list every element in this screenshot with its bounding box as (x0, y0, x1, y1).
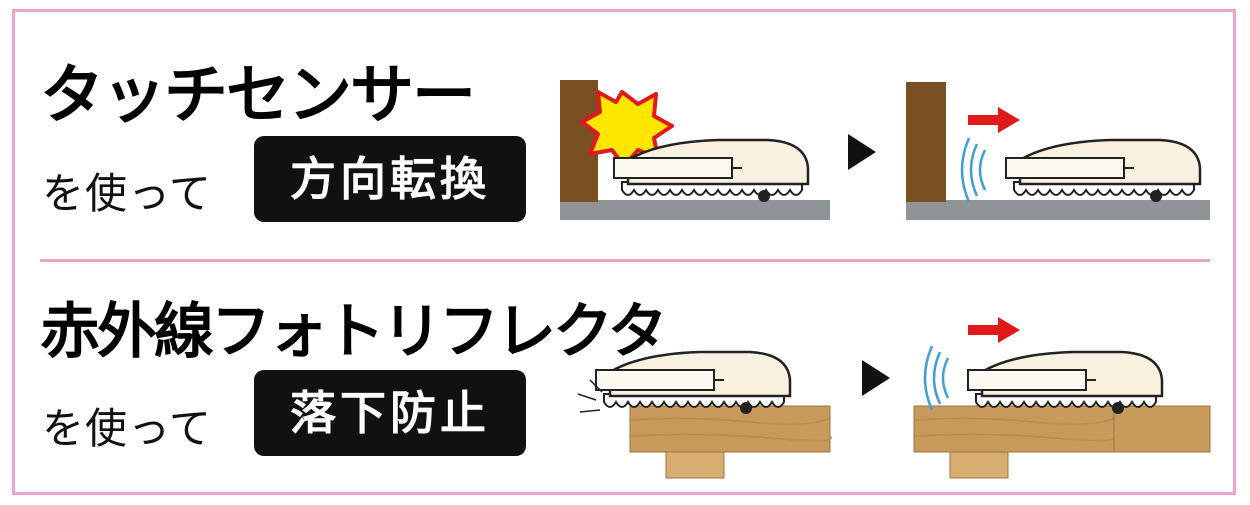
edge-stop-scene (913, 317, 1211, 479)
direction-change-badge: 方向転換 (254, 136, 526, 222)
sensor-wave-icon (960, 136, 987, 204)
floor (560, 200, 830, 220)
fall-prevention-badge: 落下防止 (254, 370, 526, 456)
turn-away-scene (906, 82, 1210, 220)
ir-reflector-title: 赤外線フォトリフレクタ (40, 297, 668, 367)
ir-reflector-subtitle: を使って (42, 404, 212, 453)
play-triangle-icon (862, 360, 890, 396)
edge-fall-scene (577, 350, 832, 479)
table (629, 405, 832, 479)
play-triangle-icon (848, 134, 876, 170)
right-arrow-icon (968, 107, 1020, 133)
pink-frame (12, 9, 1236, 495)
table (913, 405, 1116, 479)
wall (906, 82, 946, 202)
floor (906, 200, 1210, 220)
wall (560, 80, 598, 202)
edge-alert-lines (577, 379, 603, 413)
touch-sensor-subtitle: を使って (42, 169, 212, 218)
sensor-wave-icon (923, 344, 950, 412)
section-divider (40, 259, 1210, 262)
right-arrow-icon (968, 317, 1020, 343)
collision-scene (560, 80, 830, 220)
touch-sensor-title: タッチセンサー (40, 59, 476, 133)
